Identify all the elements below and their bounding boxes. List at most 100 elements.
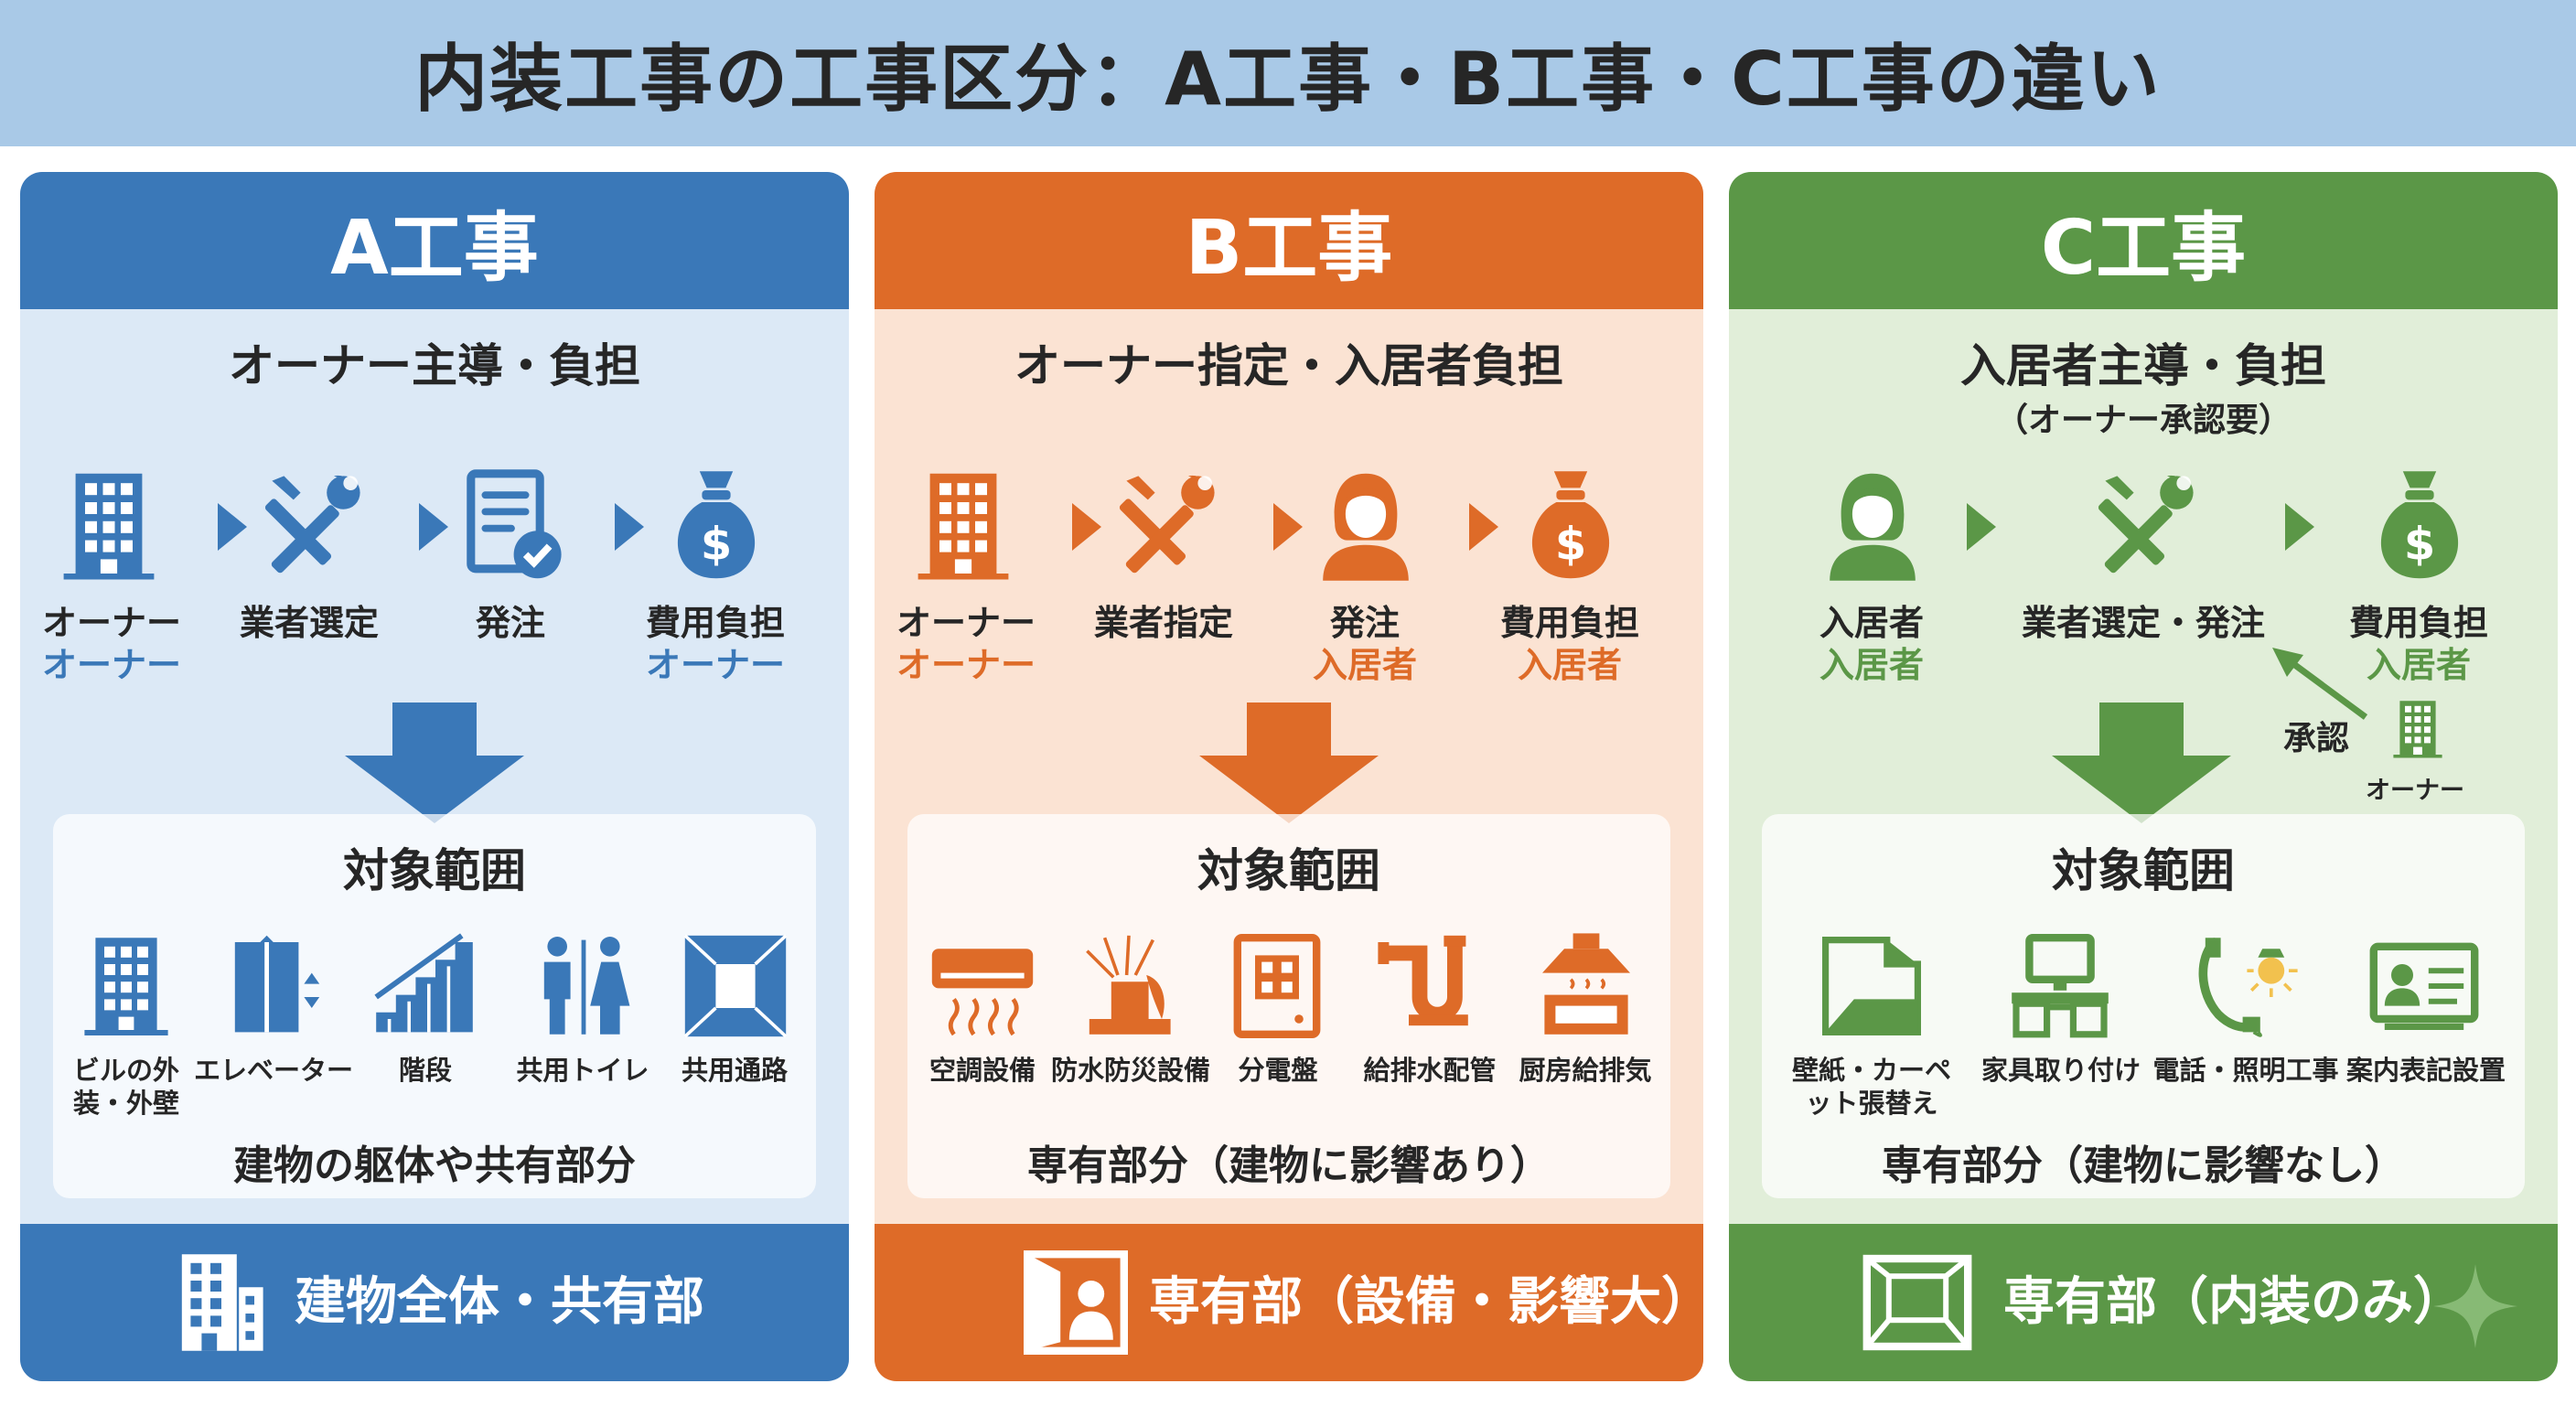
step-label: 発注 <box>475 603 545 643</box>
distribution-board-icon <box>1222 931 1332 1041</box>
step-label: オーナー <box>896 603 1036 643</box>
scope-summary: 専有部分（建物に影響なし） <box>1882 1142 2405 1189</box>
furniture-icon <box>2005 931 2115 1041</box>
approval-arrow-icon <box>2267 642 2377 724</box>
chevron-right-icon <box>214 499 251 554</box>
scope-panel: 対象範囲 壁紙・カーペット張替え 家具取り付け 電話・照明工事 案内表記設置 専… <box>1762 814 2525 1198</box>
building-icon <box>166 1248 276 1357</box>
column-c-work: C工事 入居者主導・負担 （オーナー承認要） 入居者 入居者 業者選定・発注 費… <box>1729 172 2558 1381</box>
sprinkler-icon <box>1074 931 1184 1041</box>
scope-item-label: 分電盤 <box>1238 1055 1318 1086</box>
step-responsible: 入居者 <box>2366 645 2471 685</box>
approval-label: 承認 <box>2283 720 2350 757</box>
step-label: 入居者 <box>1819 603 1924 643</box>
title-banner: 内装工事の工事区分：A工事・B工事・C工事の違い <box>0 0 2576 146</box>
chevron-right-icon <box>1963 499 2000 554</box>
chevron-right-icon <box>1270 499 1306 554</box>
tools-icon <box>1105 467 1224 585</box>
approval-owner-label: オーナー <box>2366 777 2464 805</box>
column-a-work: A工事 オーナー主導・負担 オーナー オーナー 業者選定 発注 費用負担 オーナ… <box>20 172 849 1381</box>
scope-item-label: ビルの外装・外壁 <box>72 1055 179 1119</box>
step-label: 費用負担 <box>645 603 785 643</box>
tools-icon <box>2084 467 2203 585</box>
scope-item-label: 空調設備 <box>928 1055 1036 1086</box>
sparkle-icon <box>2430 1260 2521 1352</box>
step-label: 発注 <box>1329 603 1400 643</box>
column-c-subtitle: 入居者主導・負担 <box>1960 339 2326 392</box>
step-responsible: 入居者 <box>1819 645 1924 685</box>
column-b-work: B工事 オーナー指定・入居者負担 オーナー オーナー 業者指定 発注 入居者 費… <box>875 172 1703 1381</box>
step-responsible: 入居者 <box>1312 645 1417 685</box>
stairs-icon <box>370 931 479 1041</box>
phone-light-icon <box>2190 931 2300 1041</box>
column-c-footer: 専有部（内装のみ） <box>1729 1224 2558 1381</box>
scope-item-label: 共用通路 <box>681 1055 788 1086</box>
scope-item-label: 階段 <box>398 1055 452 1086</box>
down-arrow-icon <box>345 702 524 823</box>
column-a-subtitle: オーナー主導・負担 <box>229 339 640 392</box>
scope-title: 対象範囲 <box>1197 844 1380 897</box>
scope-item-label: 共用トイレ <box>516 1055 649 1086</box>
column-b-footer: 専有部（設備・影響大） <box>875 1224 1703 1381</box>
scope-item-label: 給排水配管 <box>1363 1055 1497 1086</box>
scope-summary: 専有部分（建物に影響あり） <box>1027 1142 1551 1189</box>
scope-item-label: 電話・照明工事 <box>2152 1055 2339 1086</box>
restroom-icon <box>529 931 639 1041</box>
money-bag-icon <box>1511 467 1630 585</box>
kitchen-hood-icon <box>1531 931 1641 1041</box>
scope-panel: 対象範囲 空調設備 防水防災設備 分電盤 給排水配管 厨房給排気 専有部分（建物… <box>907 814 1670 1198</box>
column-a-footer: 建物全体・共有部 <box>20 1224 849 1381</box>
chevron-right-icon <box>1068 499 1105 554</box>
scope-item-label: 家具取り付け <box>1980 1055 2141 1086</box>
step-responsible: オーナー <box>645 645 785 685</box>
column-b-subtitle: オーナー指定・入居者負担 <box>1014 339 1563 392</box>
building-icon <box>904 467 1023 585</box>
step-label: 費用負担 <box>2348 603 2488 643</box>
step-responsible: オーナー <box>41 645 181 685</box>
money-bag-icon <box>2360 467 2479 585</box>
footer-text: 建物全体・共有部 <box>295 1272 704 1332</box>
footer-text: 専有部（設備・影響大） <box>1149 1272 1703 1332</box>
tools-icon <box>251 467 370 585</box>
scope-summary: 建物の躯体や共有部分 <box>233 1142 636 1189</box>
step-label: 費用負担 <box>1499 603 1639 643</box>
scope-title: 対象範囲 <box>2052 844 2235 897</box>
money-bag-icon <box>657 467 776 585</box>
chevron-right-icon <box>611 499 648 554</box>
scope-item-label: エレベーター <box>193 1055 353 1086</box>
step-label: 業者選定 <box>239 603 379 643</box>
building-icon <box>49 467 168 585</box>
scope-item-label: 厨房給排気 <box>1519 1055 1652 1086</box>
column-a-heading: A工事 <box>330 204 539 292</box>
step-responsible: オーナー <box>896 645 1036 685</box>
step-label: オーナー <box>41 603 181 643</box>
tenant-icon <box>1813 467 1932 585</box>
page-title: 内装工事の工事区分：A工事・B工事・C工事の違い <box>414 37 2162 122</box>
corridor-icon <box>681 931 790 1041</box>
down-arrow-icon <box>1199 702 1379 823</box>
scope-item-label: 壁紙・カーペット張替え <box>1791 1055 1951 1119</box>
footer-text: 専有部（内装のみ） <box>2003 1272 2464 1332</box>
order-document-icon <box>452 467 571 585</box>
approval-note: （オーナー承認要） <box>1994 402 2292 439</box>
tenant-icon <box>1306 467 1425 585</box>
column-c-heading: C工事 <box>2040 204 2247 292</box>
elevator-icon <box>220 931 329 1041</box>
wallpaper-icon <box>1817 931 1927 1041</box>
column-b-heading: B工事 <box>1185 204 1393 292</box>
step-label: 業者指定 <box>1093 603 1233 643</box>
building-icon <box>71 931 181 1041</box>
column-a-header: A工事 <box>20 172 849 309</box>
air-conditioner-icon <box>928 931 1037 1041</box>
scope-title: 対象範囲 <box>343 844 526 897</box>
tenant-door-icon <box>1021 1248 1131 1357</box>
room-interior-icon <box>1853 1248 1981 1357</box>
scope-item-label: 案内表記設置 <box>2345 1055 2506 1086</box>
column-b-header: B工事 <box>875 172 1703 309</box>
step-responsible: 入居者 <box>1517 645 1622 685</box>
down-arrow-icon <box>2052 702 2231 823</box>
chevron-right-icon <box>2281 499 2318 554</box>
scope-item-label: 防水防災設備 <box>1050 1055 1210 1086</box>
chevron-right-icon <box>415 499 452 554</box>
scope-panel: 対象範囲 ビルの外装・外壁 エレベーター 階段 共用トイレ 共用通路 建物の躯体… <box>53 814 816 1198</box>
